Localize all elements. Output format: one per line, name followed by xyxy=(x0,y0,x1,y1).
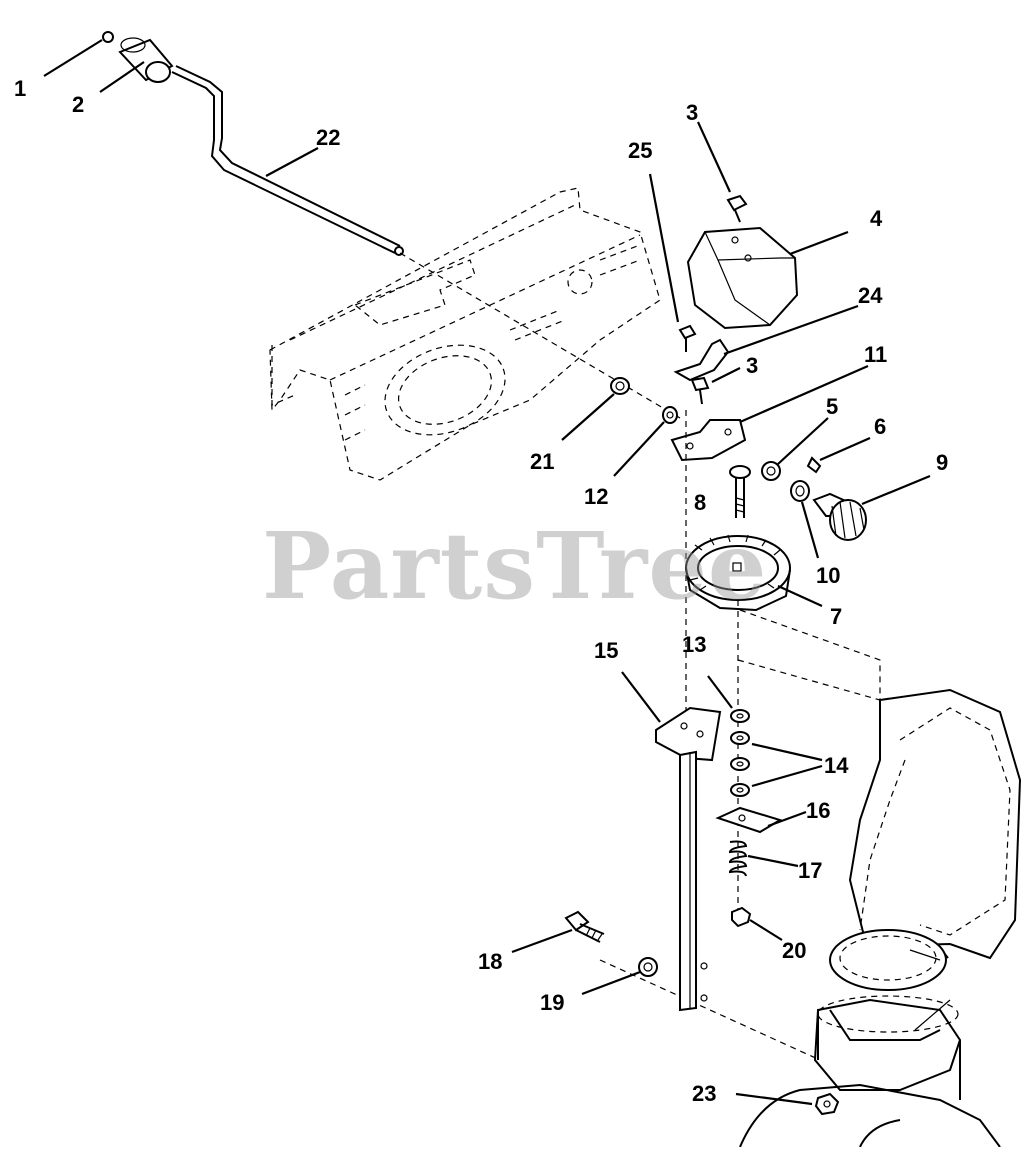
callout-22: 22 xyxy=(316,125,340,150)
callout-19: 19 xyxy=(540,990,564,1015)
callout-17: 17 xyxy=(798,858,822,883)
callout-12: 12 xyxy=(584,484,608,509)
part-17-spring xyxy=(728,840,748,877)
rod-axis-line xyxy=(399,252,681,419)
part-9-pinion-gear xyxy=(812,492,867,541)
chute-mount-housing xyxy=(269,187,661,481)
part-24-clip xyxy=(673,338,730,382)
callout-21: 21 xyxy=(530,449,554,474)
part-4-knob xyxy=(686,226,799,330)
callout-18: 18 xyxy=(478,949,502,974)
part-13-washer xyxy=(730,709,750,723)
callout-11: 11 xyxy=(864,342,887,367)
callout-15: 15 xyxy=(594,638,618,663)
bracket-to-chute-line xyxy=(737,659,881,701)
callout-20: 20 xyxy=(782,938,806,963)
callout-24: 24 xyxy=(858,283,883,308)
part-12-washer xyxy=(662,406,678,424)
part-23-nut xyxy=(814,1092,840,1116)
part-3-bolt-mid xyxy=(690,376,710,405)
part-8-carriage-bolt xyxy=(729,465,751,518)
callout-14: 14 xyxy=(824,753,849,778)
callout-6: 6 xyxy=(874,414,886,439)
callout-4: 4 xyxy=(870,206,883,231)
discharge-chute xyxy=(739,688,1022,1148)
callout-8: 8 xyxy=(694,490,706,515)
part-16-plate xyxy=(715,806,783,834)
part-2-handle-grip xyxy=(118,37,174,83)
part-21-bushing xyxy=(610,377,630,395)
callout-7: 7 xyxy=(830,604,842,629)
part-7-ring-gear xyxy=(685,534,791,612)
callout-9: 9 xyxy=(936,450,948,475)
callout-10: 10 xyxy=(816,563,840,588)
part-6-pin xyxy=(806,456,822,474)
callout-2: 2 xyxy=(72,92,84,117)
part-20-nut xyxy=(731,906,752,928)
callout-16: 16 xyxy=(806,798,830,823)
part-18-bolt xyxy=(564,910,605,943)
part-14-washers xyxy=(730,731,750,797)
callout-25: 25 xyxy=(628,138,652,163)
part-5-bushing xyxy=(761,461,781,481)
bolt-axis-line xyxy=(599,959,821,1061)
part-10-washer xyxy=(790,480,810,502)
part-15-bracket-post xyxy=(655,706,722,1012)
callout-1: 1 xyxy=(14,76,26,101)
callout-5: 5 xyxy=(826,394,838,419)
part-3-bolt-top xyxy=(726,194,748,223)
callout-labels: 1 2 22 3 25 4 24 3 11 5 6 9 21 12 8 10 7… xyxy=(14,76,948,1106)
callout-3-mid: 3 xyxy=(746,353,758,378)
part-25-bolt xyxy=(678,324,697,352)
part-1-cap xyxy=(102,31,114,43)
callout-3-top: 3 xyxy=(686,100,698,125)
leader-lines xyxy=(43,39,931,1106)
part-22-crank-rod xyxy=(171,65,404,256)
callout-13: 13 xyxy=(682,632,706,657)
part-11-bracket xyxy=(670,419,747,462)
callout-23: 23 xyxy=(692,1081,716,1106)
gear-to-chute-line xyxy=(739,609,881,720)
part-19-washer xyxy=(638,957,658,977)
